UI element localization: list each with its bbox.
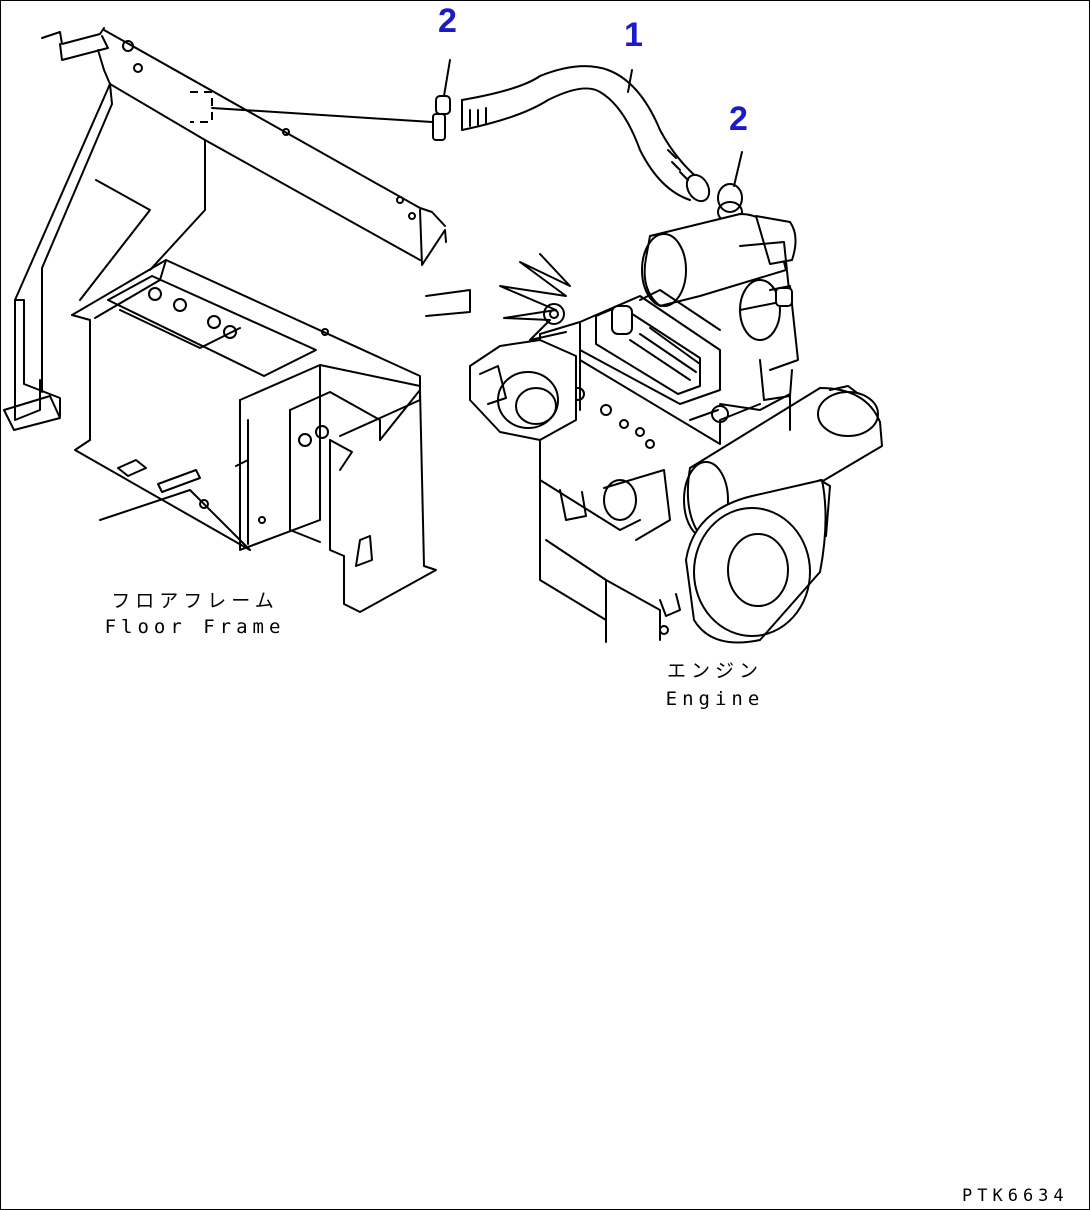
callout-clamp-top: 2	[438, 2, 457, 40]
clamp-part-2-right	[717, 151, 743, 223]
engine-drawing	[469, 213, 883, 644]
callout-hose: 1	[624, 16, 643, 54]
engine-label-en: Engine	[665, 688, 765, 710]
hose-part-1	[461, 65, 711, 203]
floor-frame-drawing	[3, 27, 471, 613]
floor-frame-label-jp: フロアフレーム	[111, 590, 279, 612]
callout-clamp-right: 2	[729, 100, 748, 138]
floor-frame-label-en: Floor Frame	[104, 616, 286, 638]
engine-label-jp: エンジン	[666, 660, 763, 682]
clamp-part-2-top	[211, 59, 451, 141]
drawing-code: PTK6634	[962, 1186, 1069, 1206]
